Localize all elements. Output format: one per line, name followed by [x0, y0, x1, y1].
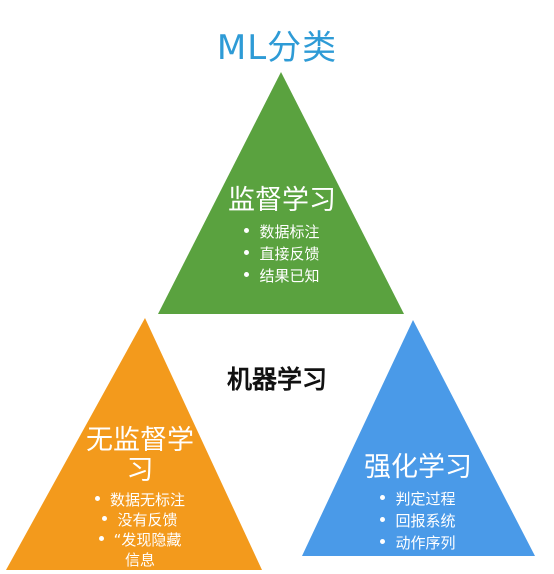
reinforcement-heading: 强化学习 — [364, 452, 472, 483]
list-item: 直接反馈 — [200, 243, 364, 265]
reinforcement-list: 判定过程 回报系统 动作序列 — [338, 488, 498, 554]
diagram-title: ML分类 — [216, 28, 338, 68]
unsupervised-learning-block: 无监督学 习 数据无标注 没有反馈 “发现隐藏 信息 — [58, 426, 222, 570]
bullet-icon — [94, 496, 100, 501]
reinforcement-triangle — [302, 320, 535, 556]
supervised-list: 数据标注 直接反馈 结果已知 — [200, 221, 364, 287]
unsupervised-heading-line1: 无监督学 — [86, 425, 194, 456]
unsupervised-heading-line2: 习 — [126, 455, 154, 486]
supervised-heading: 监督学习 — [228, 185, 336, 216]
list-item: 数据无标注 — [58, 490, 222, 510]
bullet-icon — [98, 536, 104, 541]
unsupervised-heading: 无监督学 习 — [58, 426, 222, 486]
unsupervised-list: 数据无标注 没有反馈 “发现隐藏 信息 — [58, 490, 222, 570]
list-item: 判定过程 — [338, 488, 498, 510]
bullet-icon — [244, 272, 250, 277]
supervised-triangle — [158, 72, 404, 314]
list-item: “发现隐藏 — [58, 530, 222, 550]
bullet-icon — [380, 539, 386, 544]
supervised-learning-block: 监督学习 数据标注 直接反馈 结果已知 — [200, 185, 364, 287]
list-item: 回报系统 — [338, 510, 498, 532]
reinforcement-learning-block: 强化学习 判定过程 回报系统 动作序列 — [338, 452, 498, 554]
list-item: 数据标注 — [200, 221, 364, 243]
bullet-icon — [244, 250, 250, 255]
list-item: 没有反馈 — [58, 510, 222, 530]
bullet-icon — [102, 516, 108, 521]
bullet-icon — [380, 517, 386, 522]
list-item: 动作序列 — [338, 532, 498, 554]
unsupervised-triangle — [6, 318, 262, 570]
list-item-continuation: 信息 — [124, 551, 155, 569]
bullet-icon — [244, 228, 250, 233]
list-item: 结果已知 — [200, 265, 364, 287]
center-label: 机器学习 — [226, 365, 327, 394]
bullet-icon — [380, 495, 386, 500]
